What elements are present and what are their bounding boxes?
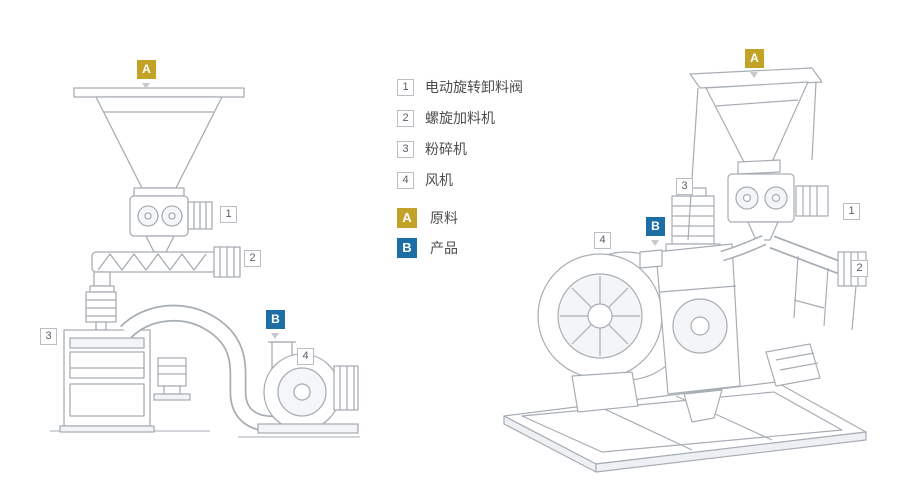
- marker-2-left: 2: [244, 250, 261, 267]
- hopper-3d: [687, 67, 823, 241]
- rotary-valve-3d: [727, 173, 829, 223]
- mill-motor: [85, 271, 117, 331]
- schematic-drawing: [50, 87, 360, 438]
- arrow-down-icon: [142, 83, 150, 89]
- legend-label-2: 螺旋加料机: [425, 110, 495, 126]
- legend-label-4: 风机: [425, 172, 453, 188]
- skid-motor: [765, 343, 821, 387]
- marker-1-right: 1: [843, 203, 860, 220]
- legend-number-1: 1: [397, 78, 414, 96]
- marker-b-right: B: [646, 217, 665, 236]
- fan-3d: [537, 251, 691, 413]
- screw-feeder: [91, 235, 241, 278]
- pulverizer-3d: [639, 187, 741, 423]
- marker-2-right: 2: [851, 260, 868, 277]
- marker-3-right: 3: [676, 178, 693, 195]
- legend-number-4: 4: [397, 171, 414, 189]
- legend: 1 电动旋转卸料阀 2 螺旋加料机 3 粉碎机 4 风机 A 原料 B 产品: [397, 77, 523, 268]
- hopper: [73, 87, 245, 197]
- screw-feeder-3d: [720, 221, 867, 331]
- marker-a-right: A: [745, 49, 764, 68]
- marker-1-left: 1: [220, 206, 237, 223]
- badge-b-label: 产品: [430, 240, 458, 256]
- rotary-valve: [129, 195, 213, 237]
- marker-3-left: 3: [40, 328, 57, 345]
- legend-item-4: 4 风机: [397, 170, 523, 190]
- arrow-down-icon: [271, 333, 279, 339]
- fan: [257, 341, 359, 434]
- duct-pipe: [119, 304, 292, 433]
- marker-4-left: 4: [297, 348, 314, 365]
- legend-label-3: 粉碎机: [425, 141, 467, 157]
- render-drawing: [503, 67, 867, 473]
- marker-4-right: 4: [594, 232, 611, 249]
- badge-b: B: [397, 238, 417, 258]
- badge-a-label: 原料: [430, 210, 458, 226]
- legend-item-3: 3 粉碎机: [397, 139, 523, 159]
- arrow-down-icon: [651, 240, 659, 246]
- marker-a-left: A: [137, 60, 156, 79]
- arrow-down-icon: [750, 72, 758, 78]
- legend-item-1: 1 电动旋转卸料阀: [397, 77, 523, 97]
- legend-badge-raw-material: A 原料: [397, 208, 523, 228]
- legend-item-2: 2 螺旋加料机: [397, 108, 523, 128]
- base-skid: [503, 381, 867, 473]
- legend-number-2: 2: [397, 109, 414, 127]
- legend-number-3: 3: [397, 140, 414, 158]
- legend-label-1: 电动旋转卸料阀: [425, 79, 523, 95]
- pulverizer: [59, 329, 155, 433]
- badge-a: A: [397, 208, 417, 228]
- legend-badge-product: B 产品: [397, 238, 523, 258]
- auxiliary-motor: [153, 357, 191, 401]
- marker-b-left: B: [266, 310, 285, 329]
